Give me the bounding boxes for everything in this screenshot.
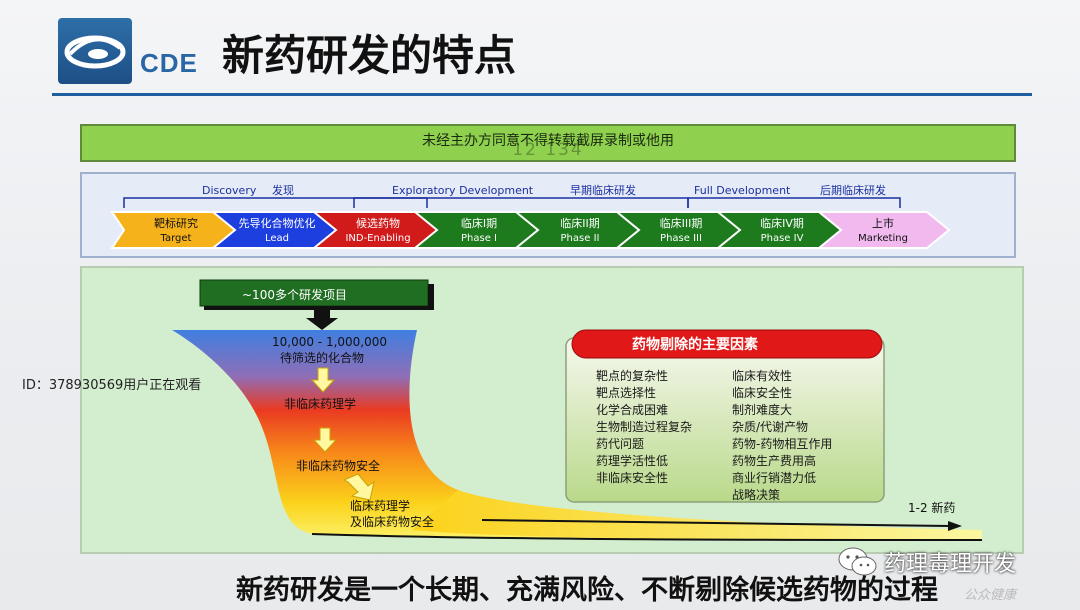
elimination-factor: 商业行销潜力低 [732,470,816,485]
result-label: 1-2 新药 [908,500,955,515]
stage-group-discovery-en: Discovery [202,184,257,197]
stage-group-discovery: Discovery 发现 [123,183,428,208]
step-clinical-safety: 及临床药物安全 [350,514,434,529]
funnel-bottom-line [311,533,983,541]
attrition-funnel-panel: ~100多个研发项目 10,000 - 1,000,000 待筛选的化合物 非临… [80,266,1024,554]
wechat-account-name: 药理毒理开发 [884,552,1017,577]
phase-label-cn: 临床II期 [560,216,600,230]
elimination-factor: 药物生产费用高 [732,453,816,468]
step-nonclinical-safety: 非临床药物安全 [296,458,380,473]
stage-group-discovery-cn: 发现 [272,183,294,197]
elimination-factor: 临床安全性 [732,385,792,400]
result-arrowhead-icon [948,521,962,531]
elimination-left-list: 靶点的复杂性靶点选择性化学合成困难生物制造过程复杂药代问题药理学活性低非临床安全… [596,368,692,485]
viewer-id-watermark: ID：378930569用户正在观看 [22,378,202,393]
elimination-factor: 药代问题 [596,437,644,451]
cde-logo [58,18,132,84]
phase-arrow: 临床III期 Phase III [614,211,749,249]
yellow-down-arrow-icon [310,367,336,393]
phase-label-en: Phase I [461,233,497,244]
elimination-factor: 战略决策 [732,487,780,502]
phase-label-cn: 临床IV期 [760,216,804,230]
copyright-notice-text: 未经主办方同意不得转载截屏录制或他用 [422,133,674,149]
elimination-factor: 靶点选择性 [596,386,656,400]
elimination-factor: 靶点的复杂性 [596,368,668,383]
wechat-sub-watermark: 公众健康 [964,588,1017,603]
phase-label-en: Phase III [660,233,702,244]
header-divider [52,93,1032,96]
phase-label-en: Target [160,233,192,244]
copyright-notice-bar: 12 134 未经主办方同意不得转载截屏录制或他用 [80,124,1016,162]
phase-label-en: Phase II [561,233,600,244]
yellow-down-arrow-icon [312,427,338,453]
step-nonclinical-pharmacology: 非临床药理学 [284,396,356,411]
phase-arrow: 临床II期 Phase II [513,211,648,249]
elimination-factor: 化学合成困难 [596,402,668,417]
phase-label-en: Phase IV [761,233,804,244]
projects-box: ~100多个研发项目 [199,279,434,310]
funnel-tail [412,490,982,540]
slide-header: CDE 新药研发的特点 [0,0,1080,100]
elimination-factor: 临床有效性 [732,368,792,383]
elimination-factor: 药理学活性低 [596,453,668,468]
result-arrow [481,519,951,527]
elimination-right-list: 临床有效性临床安全性制剂难度大杂质/代谢产物药物-药物相互作用药物生产费用高商业… [732,368,832,502]
elimination-factor: 杂质/代谢产物 [732,419,808,434]
phase-label-en: Lead [265,233,289,244]
elimination-factor: 制剂难度大 [732,402,792,417]
stage-group-exploratory-en: Exploratory Development [392,184,534,197]
elimination-factors-box: 药物剔除的主要因素 靶点的复杂性靶点选择性化学合成困难生物制造过程复杂药代问题药… [565,329,885,503]
phase-label-cn: 临床III期 [660,216,703,230]
phase-label-cn: 上市 [872,216,894,230]
phase-arrow: 上市 Marketing [816,211,951,249]
stage-group-full-en: Full Development [694,184,791,197]
yellow-diagonal-arrow-icon [342,473,375,501]
phase-arrow: 候选药物 IND-Enabling [311,211,446,249]
page-title: 新药研发的特点 [222,31,517,80]
elimination-factor: 生物制造过程复杂 [596,419,692,434]
compounds-count: 10,000 - 1,000,000 [272,335,387,349]
elimination-factor: 药物-药物相互作用 [732,437,832,451]
wechat-icon [838,547,877,576]
step-clinical-pharmacology: 临床药理学 [350,498,410,513]
wechat-watermark: 药理毒理开发 [836,542,1060,584]
stage-group-exploratory-cn: 早期临床研发 [570,183,636,197]
down-arrow-icon [306,310,338,330]
stage-group-full-cn: 后期临床研发 [820,183,886,197]
slide-caption: 新药研发是一个长期、充满风险、不断剔除候选药物的过程 [236,575,938,606]
phase-label-cn: 先导化合物优化 [239,216,316,230]
elimination-title: 药物剔除的主要因素 [632,336,758,353]
phase-arrows: 靶标研究 Target 先导化合物优化 Lead 候选药物 IND-Enabling 临床I… [110,211,951,249]
phase-pipeline: Discovery 发现 Exploratory Development 早期临… [110,183,951,249]
stage-group-full: Full Development 后期临床研发 [687,183,901,208]
phase-label-en: Marketing [858,233,908,244]
faded-overlay-text: 12 134 [512,140,584,160]
phase-label-cn: 候选药物 [356,216,400,230]
compounds-label: 待筛选的化合物 [280,350,364,365]
phase-label-cn: 临床I期 [461,216,497,230]
cde-logo-icon [64,35,126,69]
funnel-shape [172,330,982,540]
projects-label: ~100多个研发项目 [242,287,347,302]
phase-label-en: IND-Enabling [345,233,410,244]
attrition-funnel-diagram: ~100多个研发项目 10,000 - 1,000,000 待筛选的化合物 非临… [172,279,983,541]
elimination-factor: 非临床安全性 [596,470,668,485]
development-phase-panel: Discovery 发现 Exploratory Development 早期临… [80,172,1016,258]
phase-label-cn: 靶标研究 [154,216,198,230]
stage-group-exploratory: Exploratory Development 早期临床研发 [353,183,689,208]
phase-arrow-shape [816,211,951,249]
logo-text: CDE [140,48,198,78]
